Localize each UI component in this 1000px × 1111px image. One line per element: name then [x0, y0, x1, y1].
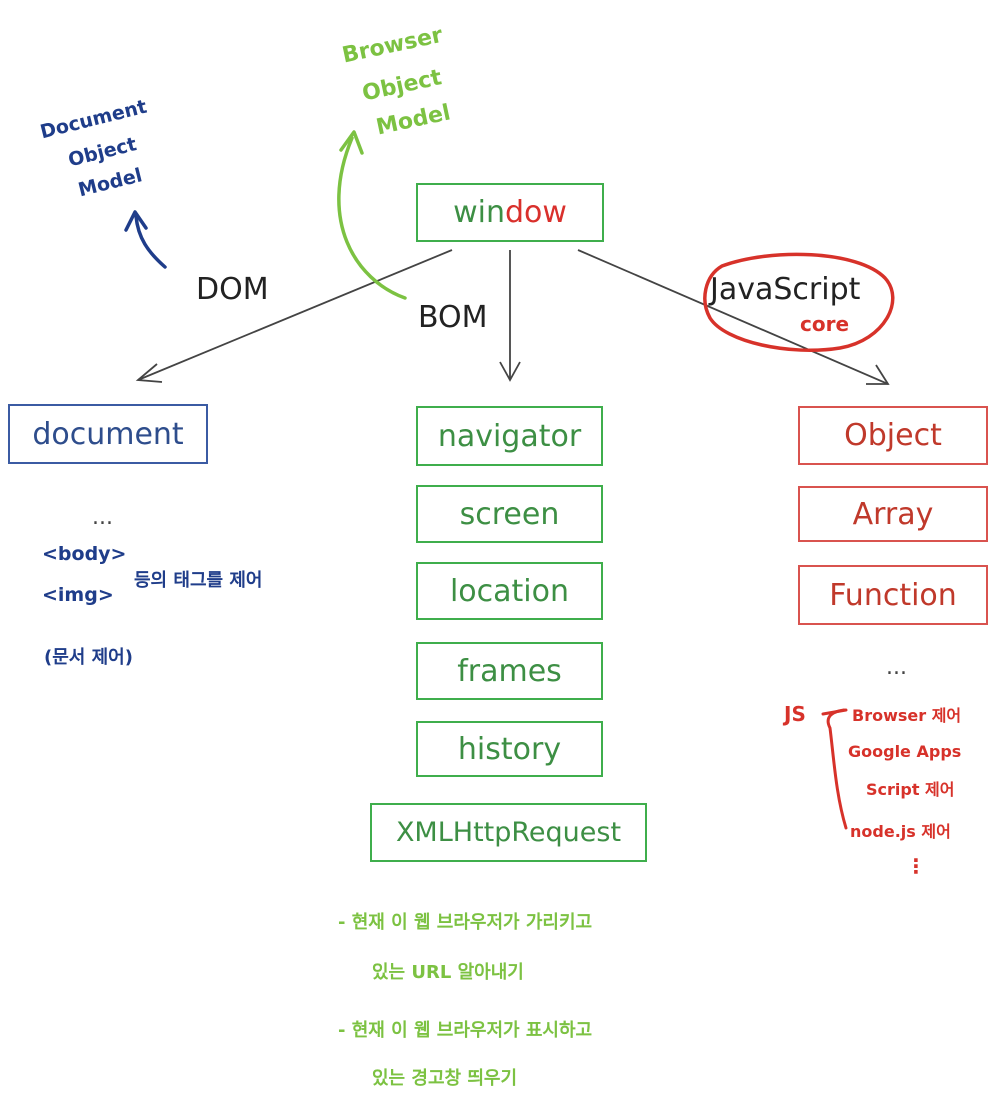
xmlhttprequest-box: XMLHttpRequest	[370, 803, 647, 862]
window-text-red: dow	[504, 195, 567, 230]
function-box: Function	[798, 565, 988, 625]
dom-tag-body: <body>	[42, 543, 127, 565]
arrowhead-bom	[499, 361, 521, 382]
js-env-gas-line1: Google Apps	[848, 742, 962, 761]
bom-note-2a: - 현재 이 웹 브라우저가 표시하고	[338, 1020, 593, 1041]
bom-note-arrow	[337, 136, 407, 300]
js-env-gas-line2: Script 제어	[866, 780, 955, 799]
object-box: Object	[798, 406, 988, 465]
bom-label: BOM	[418, 300, 488, 335]
dom-doc-note: (문서 제어)	[44, 647, 133, 668]
window-text-green: win	[453, 195, 505, 230]
document-box: document	[8, 404, 208, 464]
frames-box: frames	[416, 642, 603, 700]
bom-note-1a: - 현재 이 웹 브라우저가 가리키고	[338, 912, 593, 933]
js-bracket-top	[821, 708, 848, 716]
dom-tags-desc: 등의 태그를 제어	[134, 570, 263, 591]
history-box: history	[416, 721, 603, 777]
javascript-label: JavaScript	[710, 272, 861, 307]
bom-note-2b: 있는 경고창 띄우기	[372, 1068, 518, 1089]
js-env-vdots: ⋮	[906, 854, 926, 878]
dom-ellipsis: ...	[92, 505, 113, 530]
dom-note-arrow	[134, 214, 167, 269]
arrowhead-js	[866, 364, 890, 385]
dom-tag-img: <img>	[42, 584, 114, 606]
js-env-browser: Browser 제어	[852, 706, 962, 725]
bom-note-1b: 있는 URL 알아내기	[372, 962, 524, 983]
arrow-dom	[137, 249, 453, 381]
dom-note-arrowhead	[124, 210, 148, 232]
js-ellipsis: ...	[886, 655, 907, 680]
js-core-note: core	[800, 312, 850, 336]
dom-label: DOM	[196, 272, 269, 307]
js-env-label: JS	[784, 702, 806, 726]
location-box: location	[416, 562, 603, 620]
js-core-circle	[703, 252, 895, 352]
arrow-js	[577, 249, 889, 385]
js-bracket	[826, 708, 848, 830]
js-env-node: node.js 제어	[850, 822, 951, 841]
bom-note-arrowhead	[339, 130, 364, 155]
navigator-box: navigator	[416, 406, 603, 466]
screen-box: screen	[416, 485, 603, 543]
arrowhead-dom	[135, 363, 163, 383]
array-box: Array	[798, 486, 988, 542]
